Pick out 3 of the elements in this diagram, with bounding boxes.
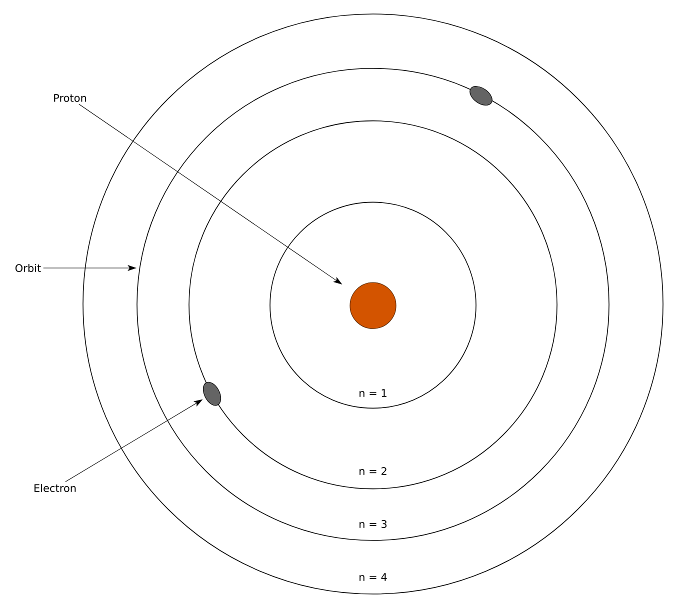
nucleus-circle bbox=[350, 282, 396, 329]
callout-label: Orbit bbox=[15, 264, 41, 272]
callout-label: Electron bbox=[34, 484, 76, 492]
